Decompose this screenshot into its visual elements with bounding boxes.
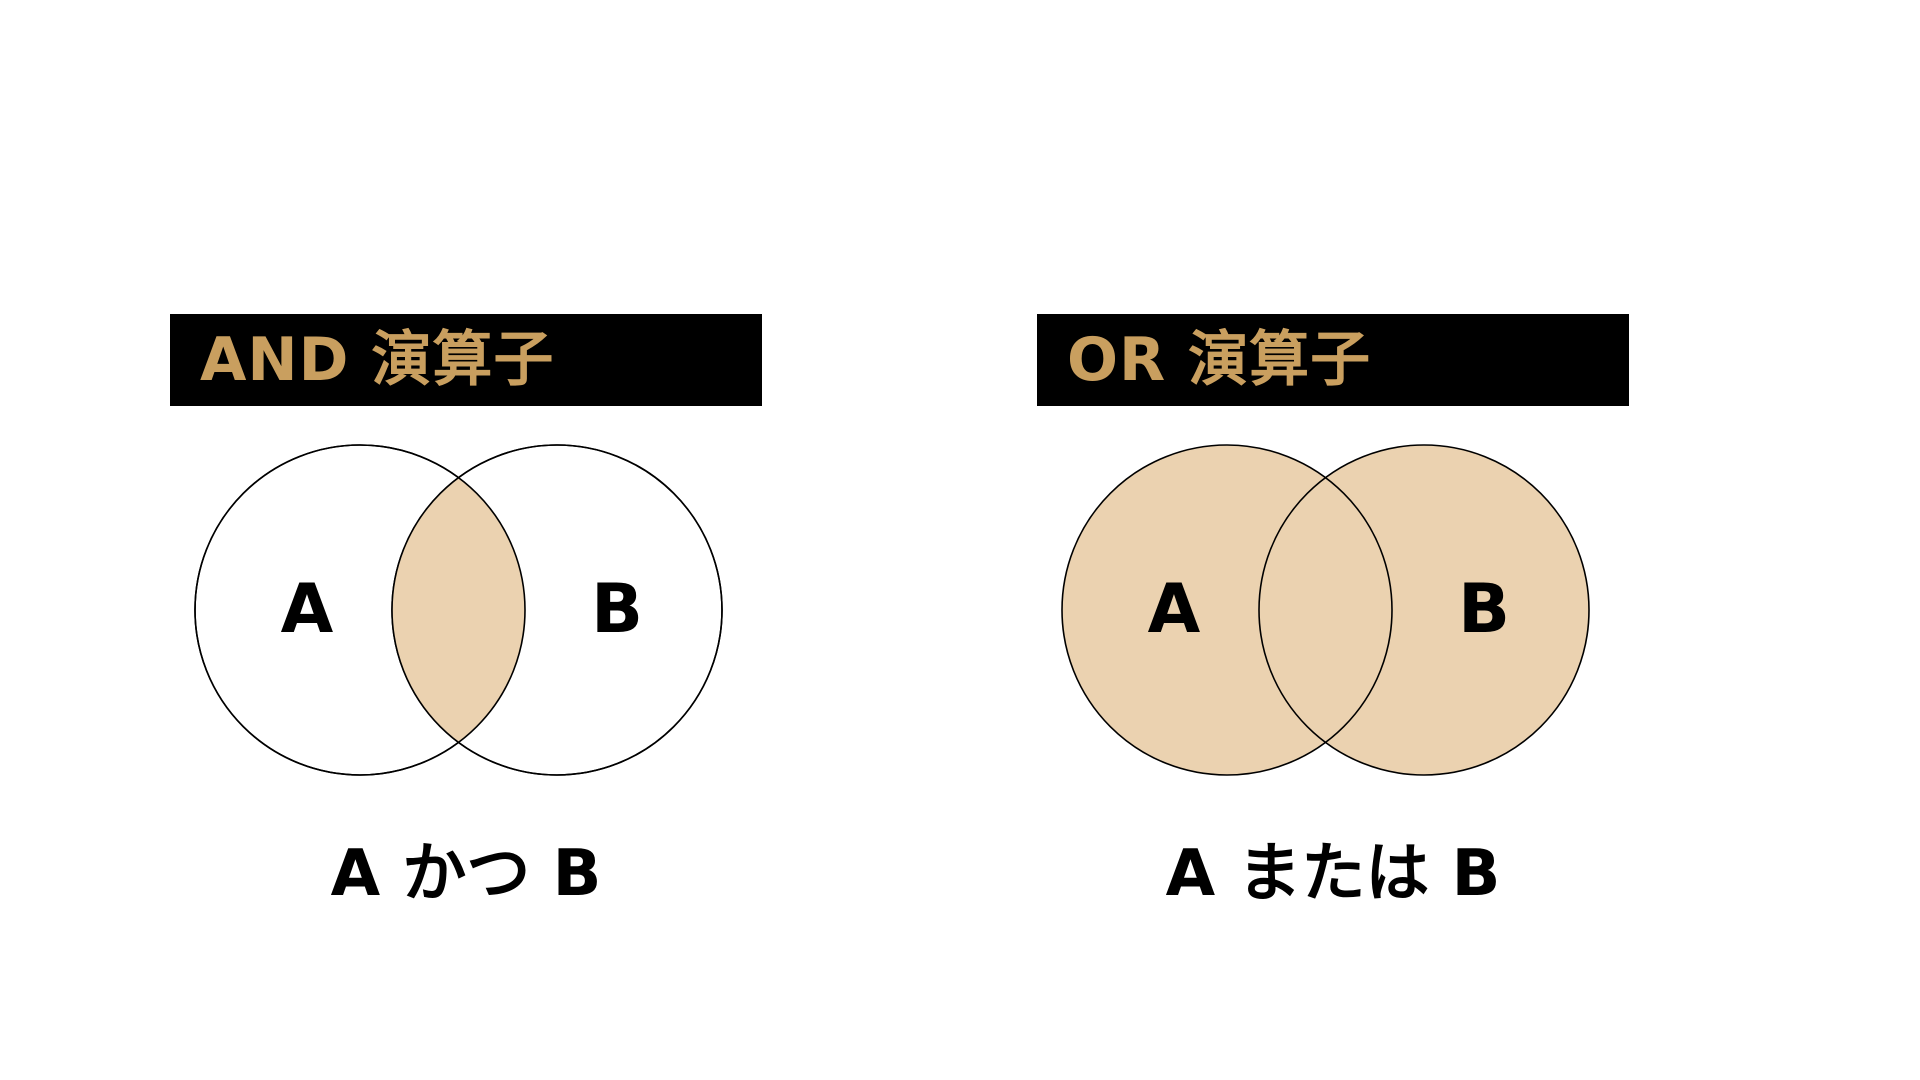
or-title-bar: OR 演算子	[1037, 314, 1629, 406]
or-operator-panel: OR 演算子 A B A または B	[1037, 0, 1637, 1080]
and-label-b: B	[591, 570, 643, 649]
and-title-bar: AND 演算子	[170, 314, 762, 406]
or-venn-diagram: A B	[1061, 444, 1590, 776]
and-venn-diagram: A B	[194, 444, 723, 776]
or-label-b: B	[1458, 570, 1510, 649]
and-caption: A かつ B	[330, 837, 602, 911]
and-label-a: A	[281, 570, 334, 649]
or-label-a: A	[1148, 570, 1201, 649]
and-intersection-region	[392, 445, 525, 775]
and-operator-panel: AND 演算子 A B A かつ B	[170, 0, 770, 1080]
or-caption: A または B	[1165, 837, 1501, 911]
or-circle-b	[1259, 445, 1589, 775]
